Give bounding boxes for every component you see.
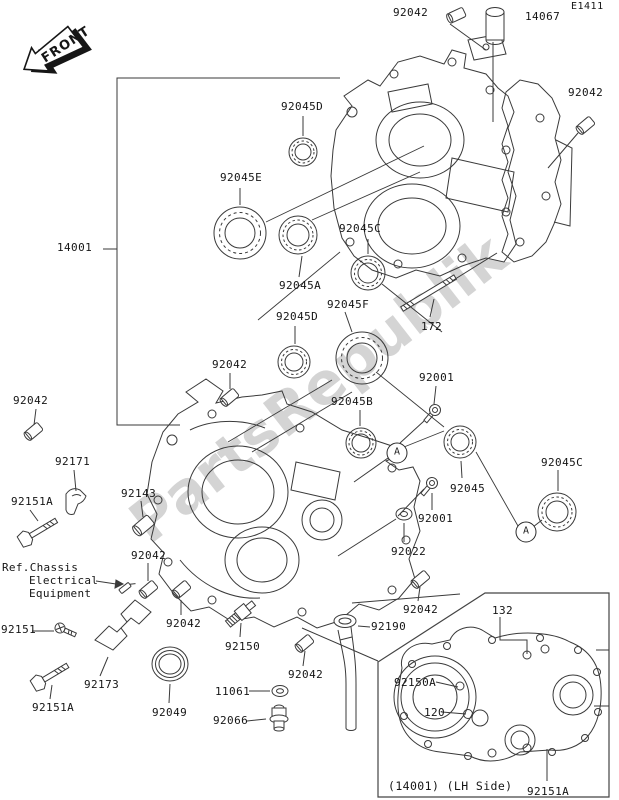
part-number-label: 92049 <box>152 706 188 719</box>
bolt-92001-2 <box>420 477 438 497</box>
screw-92151 <box>54 622 78 638</box>
dowel-14067 <box>485 7 505 45</box>
part-number-label: 92045A <box>279 279 322 292</box>
part-number-label: 92042 <box>131 549 167 562</box>
part-number-label: 92042 <box>166 617 202 630</box>
detail-marker-a: A <box>515 521 537 543</box>
pin-92042-b <box>171 580 192 599</box>
bearing-92045F <box>335 331 389 385</box>
part-number-label: 92151A <box>527 785 570 798</box>
crankcase-outer-shell <box>501 79 573 263</box>
bearing-92045C-1 <box>350 255 386 291</box>
part-number-label: 92042 <box>403 603 439 616</box>
part-number-label: 92042 <box>13 394 49 407</box>
pin-92143 <box>132 514 155 537</box>
part-number-label: 120 <box>424 706 446 719</box>
part-number-label: 172 <box>421 320 443 333</box>
pin-92042-left <box>23 422 44 441</box>
part-number-label: 92045D <box>276 310 319 323</box>
pin-92042-d <box>410 570 431 589</box>
part-number-label: 92151 <box>1 623 37 636</box>
bolt-92151A-2 <box>29 662 70 692</box>
bearing-92045B <box>345 427 377 459</box>
washer-92022 <box>395 507 413 521</box>
part-number-label: 92045 <box>450 482 486 495</box>
part-number-label: 11061 <box>215 685 251 698</box>
pin-92042-mid <box>219 388 240 407</box>
part-number-label: 92045C <box>541 456 584 469</box>
part-number-label: 92143 <box>121 487 157 500</box>
part-number-label: 14067 <box>525 10 561 23</box>
part-number-label: 92022 <box>391 545 427 558</box>
part-number-label: 14001 <box>57 241 93 254</box>
part-number-label: 92045D <box>281 100 324 113</box>
part-number-label: 92001 <box>418 512 454 525</box>
part-number-label: 132 <box>492 604 514 617</box>
pin-92042-top <box>446 7 467 24</box>
pin-92042-c <box>294 634 315 653</box>
detail-box-lh-side <box>377 592 610 798</box>
bolt-92001-1 <box>423 404 441 424</box>
bearing-92045E <box>213 206 267 260</box>
bracket-92171 <box>65 488 87 515</box>
part-number-label: 92001 <box>419 371 455 384</box>
leader-lines <box>29 23 579 781</box>
part-number-label: 92171 <box>55 455 91 468</box>
pin-92042-right <box>575 116 596 135</box>
part-number-label: 92150A <box>394 676 437 689</box>
part-number-label: 92151A <box>11 495 54 508</box>
detail-marker-a: A <box>386 442 408 464</box>
part-number-label: 92173 <box>84 678 120 691</box>
part-number-label: 92045C <box>339 222 382 235</box>
switch-bolt-92150 <box>224 600 257 628</box>
part-number-label: 92042 <box>288 668 324 681</box>
part-number-label: 92151A <box>32 701 75 714</box>
bracket-14001 <box>103 77 340 426</box>
ref-note-line-1: Ref.Chassis <box>2 561 79 574</box>
bearing-92045D-2 <box>277 345 311 379</box>
detail-box-caption: (14001) (LH Side) <box>388 779 513 793</box>
clamp-92173 <box>94 599 152 651</box>
crankcase-lower-half <box>146 378 421 629</box>
bearing-92045C-2 <box>537 492 577 532</box>
part-number-label: 92150 <box>225 640 261 653</box>
bolt-92151A-1 <box>16 517 59 548</box>
part-number-label: 92042 <box>212 358 248 371</box>
pin-92042-a <box>138 580 159 599</box>
part-number-label: 92045E <box>220 171 263 184</box>
oil-seal-92049 <box>151 646 189 682</box>
washer-11061 <box>271 685 289 697</box>
breather-tube-92190 <box>333 614 357 731</box>
bearing-92045 <box>443 425 477 459</box>
part-number-label: 92042 <box>393 6 429 19</box>
ref-note-line-3: Equipment <box>29 587 92 600</box>
alignment-lines <box>227 145 519 527</box>
part-number-label: 92045F <box>327 298 370 311</box>
ref-arrowhead <box>114 579 125 589</box>
diagram-code: E1411 <box>571 1 604 12</box>
pin-ref-equipment <box>118 582 136 594</box>
part-number-label: 92042 <box>568 86 604 99</box>
plug-92066 <box>269 704 289 732</box>
ref-note-line-2: Electrical <box>29 574 99 587</box>
bearing-92045D-1 <box>288 137 318 167</box>
part-number-label: 92066 <box>213 714 249 727</box>
stud-172 <box>400 274 458 312</box>
part-number-label: 92045B <box>331 395 374 408</box>
bearing-92045A <box>278 215 318 255</box>
part-number-label: 92190 <box>371 620 407 633</box>
